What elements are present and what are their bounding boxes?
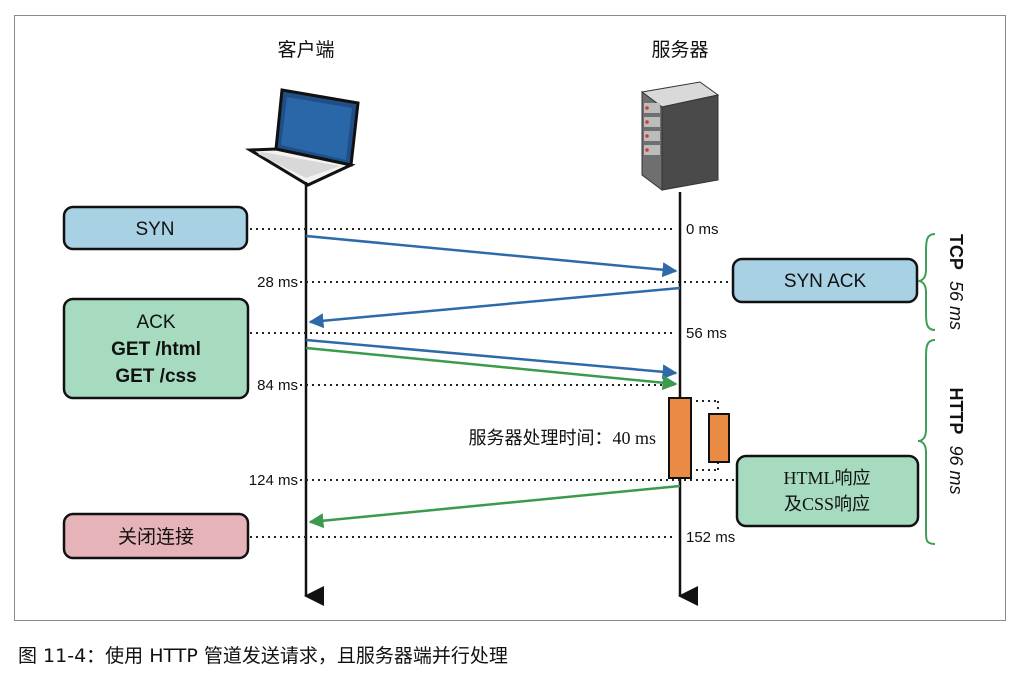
http-phase-label: HTTP 96 ms bbox=[946, 387, 966, 494]
tcp-bracket bbox=[917, 233, 936, 331]
svg-text:HTTP 96 ms: HTTP 96 ms bbox=[946, 387, 966, 494]
processing-bar-html bbox=[668, 397, 692, 479]
http-bracket bbox=[917, 339, 936, 545]
http-phase-duration: 96 ms bbox=[946, 446, 966, 495]
response-line2: 及CSS响应 bbox=[784, 494, 870, 514]
time-label-124: 124 ms bbox=[249, 472, 298, 489]
time-label-28: 28 ms bbox=[257, 274, 298, 291]
processing-bar-css bbox=[708, 413, 730, 463]
laptop-icon bbox=[244, 88, 360, 187]
time-label-56: 56 ms bbox=[686, 325, 727, 342]
http-phase-name: HTTP bbox=[946, 387, 966, 434]
response-box: HTML响应 及CSS响应 bbox=[735, 454, 920, 528]
syn-label: SYN bbox=[135, 219, 174, 240]
response-arrow bbox=[308, 484, 681, 529]
time-guides bbox=[250, 228, 737, 538]
server-tower-icon bbox=[640, 81, 720, 191]
get-html-label: GET /html bbox=[111, 339, 201, 360]
tcp-phase-duration: 56 ms bbox=[946, 281, 966, 330]
tcp-phase-name: TCP bbox=[946, 234, 966, 270]
time-label-152: 152 ms bbox=[686, 529, 735, 546]
syn-ack-arrow bbox=[308, 286, 681, 329]
syn-ack-box: SYN ACK bbox=[731, 257, 919, 304]
syn-ack-label: SYN ACK bbox=[784, 271, 867, 292]
close-connection-box: 关闭连接 bbox=[62, 512, 250, 560]
get-html-arrow bbox=[305, 338, 678, 380]
syn-box: SYN bbox=[62, 205, 249, 251]
client-column-title: 客户端 bbox=[277, 39, 334, 61]
figure-caption: 图 11-4：使用 HTTP 管道发送请求，且服务器端并行处理 bbox=[18, 645, 508, 667]
close-connection-label: 关闭连接 bbox=[118, 526, 194, 548]
syn-arrow bbox=[305, 234, 678, 278]
processing-time-label: 服务器处理时间：40 ms bbox=[468, 428, 656, 448]
get-css-label: GET /css bbox=[115, 366, 196, 387]
response-line1: HTML响应 bbox=[784, 468, 871, 488]
time-label-84: 84 ms bbox=[257, 377, 298, 394]
svg-text:TCP 56 ms: TCP 56 ms bbox=[946, 234, 966, 330]
tcp-phase-label: TCP 56 ms bbox=[946, 234, 966, 330]
ack-request-box: ACK GET /html GET /css bbox=[62, 297, 250, 400]
time-label-0: 0 ms bbox=[686, 221, 719, 238]
ack-label: ACK bbox=[136, 312, 175, 333]
server-column-title: 服务器 bbox=[651, 39, 708, 61]
get-css-arrow bbox=[305, 346, 678, 391]
